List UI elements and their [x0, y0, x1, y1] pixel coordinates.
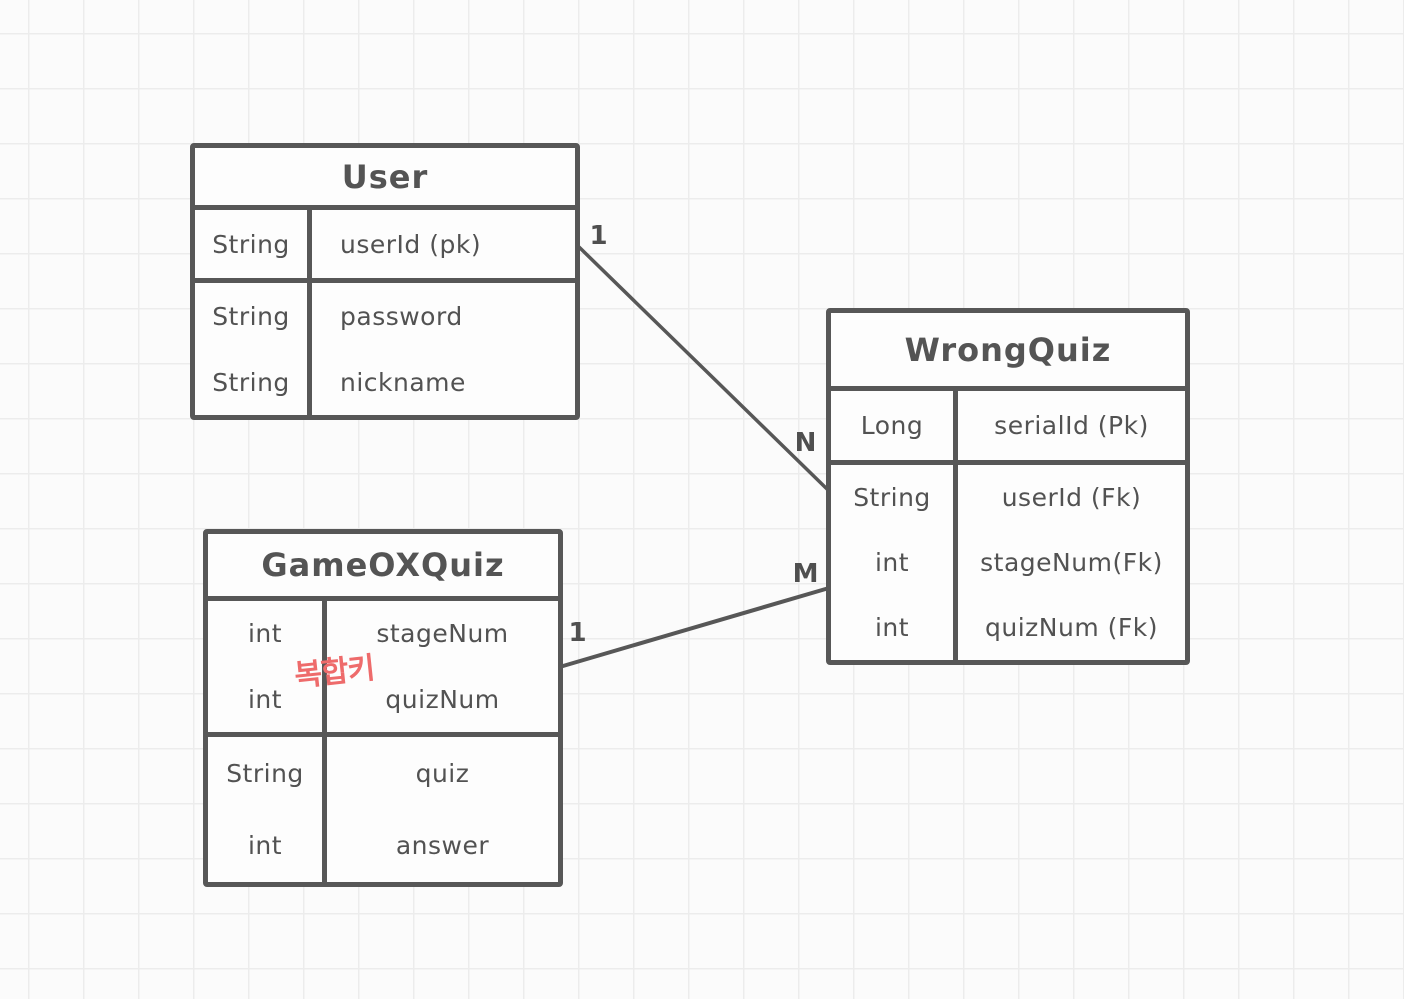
entity-wrongquiz[interactable]: WrongQuiz Long serialId (Pk) String user…: [826, 308, 1190, 665]
table-row: int quizNum (Fk): [831, 595, 1185, 660]
entity-wrongquiz-body: Long serialId (Pk) String userId (Fk) in…: [831, 391, 1185, 660]
entity-gameoxquiz-title: GameOXQuiz: [208, 534, 558, 601]
entity-wrongquiz-title: WrongQuiz: [831, 313, 1185, 391]
attribute-name: answer: [395, 831, 490, 861]
attribute-name: userId (Fk): [1001, 483, 1142, 512]
table-row: String quiz: [208, 737, 558, 810]
entity-user-body: String userId (pk) String password Strin…: [195, 210, 575, 415]
attribute-name: stageNum: [376, 619, 509, 649]
table-row: int stageNum(Fk): [831, 530, 1185, 595]
attribute-type: int: [208, 601, 327, 667]
attribute-type: Long: [831, 391, 958, 460]
composite-key-annotation[interactable]: 복합키: [292, 650, 376, 695]
attribute-name: userId (pk): [340, 229, 482, 259]
table-row: String userId (Fk): [831, 465, 1185, 530]
attribute-type: String: [195, 283, 312, 349]
attribute-type: int: [208, 809, 327, 882]
cardinality-label-gameoxquiz-1[interactable]: 1: [568, 618, 588, 648]
table-row: String password: [195, 283, 575, 349]
attribute-name: stageNum(Fk): [980, 548, 1163, 577]
table-row: int quizNum: [208, 666, 558, 732]
attribute-name: quizNum (Fk): [985, 613, 1158, 642]
entity-gameoxquiz-attr-section: String quiz int answer: [208, 737, 558, 882]
cardinality-label-wrongquiz-m[interactable]: M: [792, 559, 820, 589]
cardinality-label-wrongquiz-n[interactable]: N: [794, 428, 818, 458]
attribute-name: quizNum: [385, 684, 500, 714]
attribute-type: String: [831, 465, 958, 530]
entity-user-attr-section: String password String nickname: [195, 283, 575, 415]
table-row: String userId (pk): [195, 210, 575, 278]
table-row: int stageNum: [208, 601, 558, 667]
attribute-name: password: [340, 301, 463, 331]
attribute-name: quiz: [415, 758, 470, 788]
attribute-type: int: [831, 595, 958, 660]
attribute-type: String: [208, 737, 327, 810]
entity-gameoxquiz-key-section: int stageNum int quizNum: [208, 601, 558, 737]
relation-line-user-wrongquiz[interactable]: [577, 245, 829, 491]
entity-user-pk-section: String userId (pk): [195, 210, 575, 283]
table-row: int answer: [208, 809, 558, 882]
entity-wrongquiz-attr-section: String userId (Fk) int stageNum(Fk) int …: [831, 465, 1185, 660]
entity-wrongquiz-pk-section: Long serialId (Pk): [831, 391, 1185, 465]
table-row: Long serialId (Pk): [831, 391, 1185, 460]
attribute-type: String: [195, 210, 312, 278]
cardinality-label-user-1[interactable]: 1: [589, 221, 609, 251]
entity-gameoxquiz[interactable]: GameOXQuiz int stageNum int quizNum Stri…: [203, 529, 563, 887]
entity-user[interactable]: User String userId (pk) String password …: [190, 143, 580, 420]
entity-gameoxquiz-body: int stageNum int quizNum String quiz int…: [208, 601, 558, 882]
table-row: String nickname: [195, 349, 575, 415]
attribute-type: int: [831, 530, 958, 595]
attribute-name: serialId (Pk): [994, 411, 1149, 440]
attribute-type: int: [208, 666, 327, 732]
attribute-name: nickname: [340, 367, 466, 397]
attribute-type: String: [195, 349, 312, 415]
entity-user-title: User: [195, 148, 575, 210]
relation-line-gameoxquiz-wrongquiz[interactable]: [561, 586, 831, 668]
